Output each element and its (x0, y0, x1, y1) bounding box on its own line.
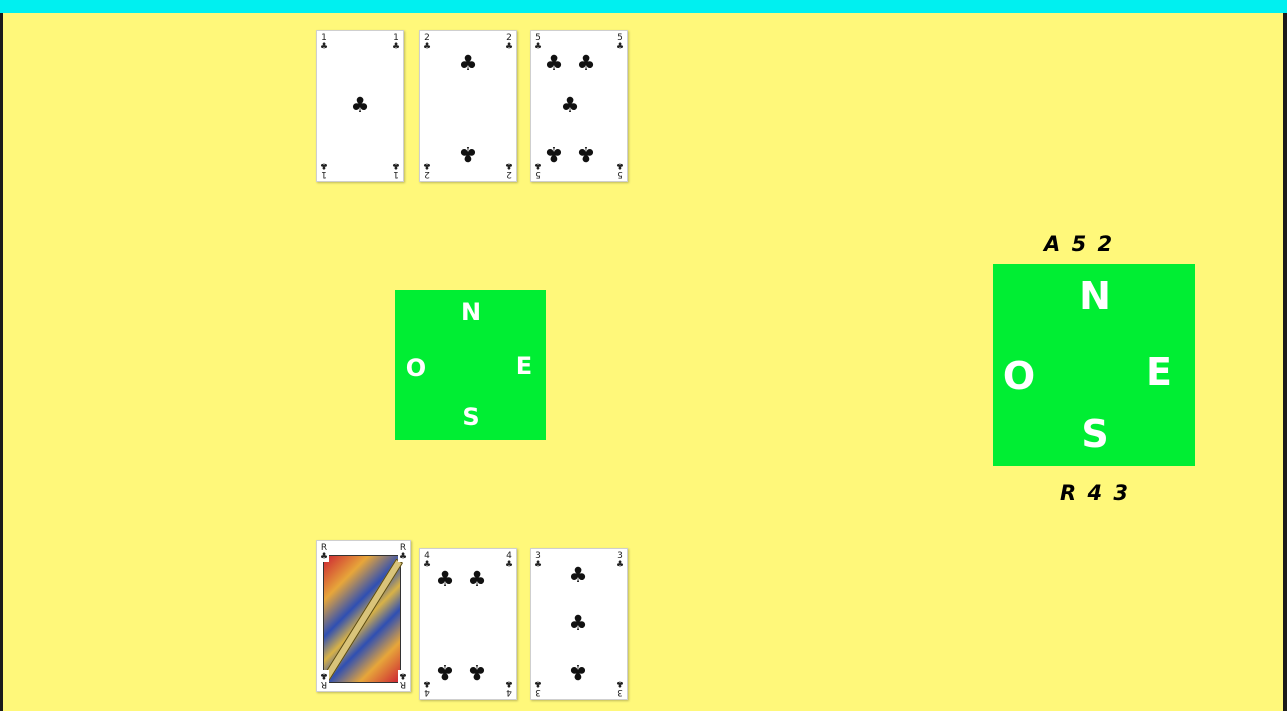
card-corner: 5♣ (533, 34, 543, 52)
club-icon: ♣ (391, 160, 401, 169)
compass-east: E (1137, 350, 1181, 394)
club-icon: ♣ (319, 553, 329, 562)
club-icon: ♣ (422, 160, 432, 169)
club-icon: ♣ (567, 565, 589, 586)
card-corner: 2♣ (422, 160, 432, 178)
club-icon: ♣ (615, 43, 625, 52)
club-icon: ♣ (422, 561, 432, 570)
club-icon: ♣ (466, 661, 488, 682)
club-icon: ♣ (422, 678, 432, 687)
card-corner: 3♣ (533, 678, 543, 696)
card-rank: 4 (506, 687, 512, 697)
card-corner: 1♣ (391, 160, 401, 178)
card-corner: 3♣ (615, 552, 625, 570)
card-corner: 4♣ (504, 552, 514, 570)
club-icon: ♣ (504, 561, 514, 570)
card-rank: 5 (535, 169, 541, 179)
compass-north: N (456, 298, 486, 326)
card-corner: 5♣ (533, 160, 543, 178)
card-rank: 1 (393, 169, 399, 179)
club-icon: ♣ (575, 53, 597, 74)
side-compass: N O E S (993, 264, 1195, 466)
club-icon: ♣ (466, 569, 488, 590)
card-corner: 3♣ (533, 552, 543, 570)
club-icon: ♣ (504, 160, 514, 169)
compass-south: S (456, 403, 486, 431)
compass-north: N (1073, 274, 1117, 318)
club-icon: ♣ (434, 661, 456, 682)
club-icon: ♣ (533, 160, 543, 169)
club-icon: ♣ (434, 569, 456, 590)
king-figure (323, 555, 401, 683)
compass-south: S (1073, 412, 1117, 456)
club-icon: ♣ (615, 678, 625, 687)
card-rank: 1 (321, 169, 327, 179)
card-rank: 4 (424, 687, 430, 697)
right-border (1283, 13, 1287, 711)
card-corner: 5♣ (615, 160, 625, 178)
card-rank: 5 (617, 169, 623, 179)
north-summary: A 5 2 (1044, 232, 1114, 256)
card-corner: R♣ (398, 670, 408, 688)
card-corner: 1♣ (319, 160, 329, 178)
card-corner: 5♣ (615, 34, 625, 52)
club-icon: ♣ (349, 95, 371, 116)
card-corner: 1♣ (319, 34, 329, 52)
club-icon: ♣ (398, 670, 408, 679)
card-corner: 2♣ (504, 160, 514, 178)
card-5-of-clubs[interactable]: 5♣ 5♣ 5♣ 5♣ ♣ ♣ ♣ ♣ ♣ (530, 30, 628, 182)
club-icon: ♣ (567, 661, 589, 682)
club-icon: ♣ (319, 160, 329, 169)
card-corner: 1♣ (391, 34, 401, 52)
card-corner: 2♣ (504, 34, 514, 52)
card-ace-of-clubs[interactable]: 1♣ 1♣ 1♣ 1♣ ♣ (316, 30, 404, 182)
card-rank: 3 (617, 687, 623, 697)
club-icon: ♣ (391, 43, 401, 52)
card-rank: R (400, 679, 406, 689)
club-icon: ♣ (533, 561, 543, 570)
club-icon: ♣ (575, 143, 597, 164)
club-icon: ♣ (543, 53, 565, 74)
card-rank: R (321, 679, 327, 689)
card-4-of-clubs[interactable]: 4♣ 4♣ 4♣ 4♣ ♣ ♣ ♣ ♣ (419, 548, 517, 700)
card-rank: 2 (424, 169, 430, 179)
card-corner: R♣ (319, 670, 329, 688)
compass-west: O (997, 354, 1041, 398)
card-king-of-clubs[interactable]: R♣ R♣ R♣ R♣ (316, 540, 411, 692)
card-rank: 3 (535, 687, 541, 697)
club-icon: ♣ (559, 95, 581, 116)
club-icon: ♣ (457, 53, 479, 74)
club-icon: ♣ (422, 43, 432, 52)
club-icon: ♣ (504, 678, 514, 687)
card-rank: 2 (506, 169, 512, 179)
compass-east: E (509, 352, 539, 380)
card-corner: R♣ (319, 544, 329, 562)
club-icon: ♣ (319, 43, 329, 52)
club-icon: ♣ (504, 43, 514, 52)
club-icon: ♣ (457, 143, 479, 164)
club-icon: ♣ (567, 613, 589, 634)
left-border (0, 13, 3, 711)
card-2-of-clubs[interactable]: 2♣ 2♣ 2♣ 2♣ ♣ ♣ (419, 30, 517, 182)
top-bar (0, 0, 1287, 13)
club-icon: ♣ (398, 553, 408, 562)
card-corner: R♣ (398, 544, 408, 562)
club-icon: ♣ (543, 143, 565, 164)
club-icon: ♣ (319, 670, 329, 679)
club-icon: ♣ (533, 678, 543, 687)
center-compass: N O E S (395, 290, 546, 440)
south-summary: R 4 3 (1060, 481, 1130, 505)
card-corner: 4♣ (422, 552, 432, 570)
club-icon: ♣ (615, 160, 625, 169)
card-corner: 4♣ (504, 678, 514, 696)
card-corner: 2♣ (422, 34, 432, 52)
card-3-of-clubs[interactable]: 3♣ 3♣ 3♣ 3♣ ♣ ♣ ♣ (530, 548, 628, 700)
club-icon: ♣ (615, 561, 625, 570)
compass-west: O (401, 354, 431, 382)
club-icon: ♣ (533, 43, 543, 52)
card-corner: 4♣ (422, 678, 432, 696)
card-corner: 3♣ (615, 678, 625, 696)
